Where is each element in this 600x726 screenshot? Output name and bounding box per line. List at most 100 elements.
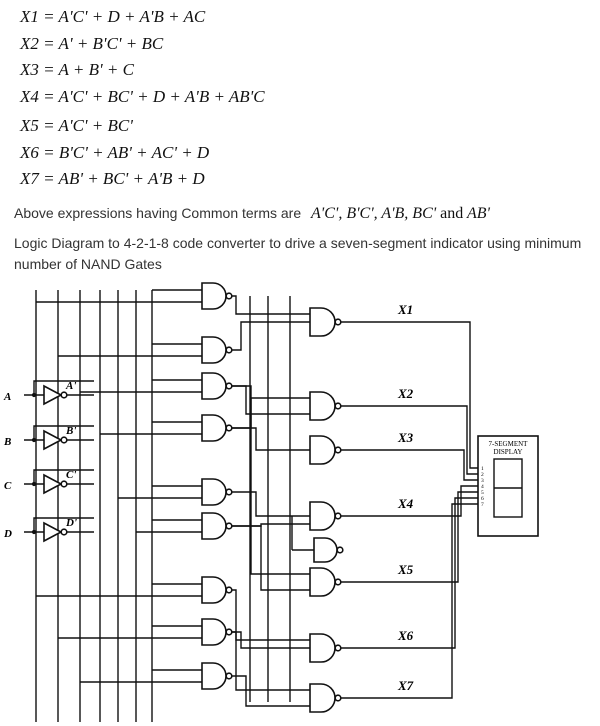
equation-rhs: = A'C' + D + A'B + AC	[43, 7, 206, 26]
output-nand-gate	[309, 633, 336, 663]
junction-dot	[31, 392, 37, 398]
output-label: X2	[397, 386, 414, 401]
display-pin-label: 3	[481, 478, 484, 484]
wire	[232, 525, 310, 591]
output-label: X1	[397, 302, 413, 317]
wire	[232, 589, 310, 641]
equation-x2: X2 = A' + B'C' + BC	[20, 31, 340, 58]
wire	[341, 497, 478, 649]
display-pin-label: 4	[481, 484, 484, 490]
first-level-nand-gate	[201, 618, 227, 646]
common-terms-text: Above expressions having Common terms ar…	[14, 205, 302, 221]
equation-rhs: = A + B' + C	[43, 60, 134, 79]
input-label: B	[3, 436, 11, 448]
equation-rhs: = B'C' + AB' + AC' + D	[43, 142, 210, 162]
output-label: X4	[397, 496, 414, 511]
inverter-4-bubble	[60, 528, 68, 536]
wire	[341, 405, 478, 475]
display-pin-label: 1	[481, 466, 484, 472]
equation-rhs: = A' + B'C' + BC	[43, 33, 164, 53]
wire	[232, 385, 310, 415]
wire	[232, 675, 310, 707]
common-terms-and: and	[440, 205, 464, 222]
first-level-nand-gate-bubble	[225, 346, 233, 354]
input-label: D	[3, 528, 12, 540]
inverter-2-bubble	[60, 436, 68, 444]
wire	[341, 491, 478, 583]
equation-x7: X7 = AB' + BC' + A'B + D	[20, 166, 340, 193]
first-level-nand-gate	[201, 372, 227, 400]
complement-label: C'	[66, 469, 76, 481]
first-level-nand-gate	[201, 478, 227, 506]
wire	[33, 380, 94, 395]
first-level-nand-gate-bubble	[225, 382, 233, 390]
wire	[341, 321, 478, 469]
junction-dot	[31, 529, 37, 535]
inverter-1	[43, 384, 63, 406]
equation-lhs: X4	[20, 86, 39, 106]
output-nand-gate	[309, 435, 336, 465]
output-nand-gate-bubble	[334, 644, 342, 652]
equation-lhs: X5	[20, 116, 39, 135]
diagram-description: Logic Diagram to 4-2-1-8 code converter …	[14, 235, 582, 272]
auxiliary-nand-gate	[313, 537, 338, 563]
first-level-nand-gate-bubble	[225, 522, 233, 530]
equation-lhs: X3	[20, 60, 39, 79]
output-nand-gate-bubble	[334, 446, 342, 454]
equation-rhs: = A'C' + BC' + D + A'B + AB'C	[43, 86, 265, 106]
display-pin-label: 2	[481, 472, 484, 478]
inverter-2	[43, 429, 63, 451]
first-level-nand-gate	[201, 662, 227, 690]
junction-dot	[31, 437, 37, 443]
wire	[33, 469, 94, 484]
output-nand-gate-bubble	[334, 318, 342, 326]
first-level-nand-gate-bubble	[225, 488, 233, 496]
wire	[232, 295, 310, 315]
input-label: A	[3, 391, 11, 403]
equation-lhs: X2	[20, 33, 39, 53]
output-nand-gate-bubble	[334, 694, 342, 702]
first-level-nand-gate-bubble	[225, 628, 233, 636]
equation-lhs: X7	[20, 169, 39, 188]
equation-x6: X6 = B'C' + AB' + AC' + D	[20, 140, 340, 167]
first-level-nand-gate-bubble	[225, 586, 233, 594]
display-pin-label: 6	[481, 496, 484, 502]
equation-lhs: X6	[20, 142, 39, 162]
display-title-line2: DISPLAY	[494, 448, 523, 456]
complement-label: D'	[65, 517, 77, 529]
output-nand-gate	[309, 501, 336, 531]
output-nand-gate	[309, 683, 336, 713]
inverter-3-bubble	[60, 480, 68, 488]
wire	[341, 485, 478, 517]
complement-label: A'	[65, 380, 76, 392]
wire	[341, 449, 478, 481]
equation-rhs: = A'C' + BC'	[43, 116, 133, 135]
first-level-nand-gate	[201, 512, 227, 540]
inverter-3	[43, 473, 63, 495]
wire	[232, 385, 310, 575]
output-label: X5	[397, 562, 414, 577]
equation-x1: X1 = A'C' + D + A'B + AC	[20, 4, 340, 31]
common-terms-list: A'C', B'C', A'B, BC'	[311, 205, 437, 222]
gate-layer	[43, 282, 344, 713]
wire	[232, 321, 310, 351]
output-nand-gate	[309, 307, 336, 337]
wire-network	[24, 289, 478, 722]
wire	[341, 503, 478, 699]
output-nand-gate	[309, 391, 336, 421]
wire	[232, 631, 310, 691]
first-level-nand-gate	[201, 282, 227, 310]
junction-dot	[31, 481, 37, 487]
first-level-nand-gate	[201, 414, 227, 442]
output-nand-gate	[309, 567, 336, 597]
equation-list: X1 = A'C' + D + A'B + AC X2 = A' + B'C' …	[20, 4, 340, 193]
first-level-nand-gate-bubble	[225, 292, 233, 300]
equation-x4: X4 = A'C' + BC' + D + A'B + AB'C	[20, 84, 340, 111]
inverter-4	[43, 521, 63, 543]
display-pin-label: 5	[481, 490, 484, 496]
common-terms-line: Above expressions having Common terms ar…	[14, 203, 490, 224]
common-terms-expression: A'C', B'C', A'B, BC' and AB'	[311, 205, 490, 222]
